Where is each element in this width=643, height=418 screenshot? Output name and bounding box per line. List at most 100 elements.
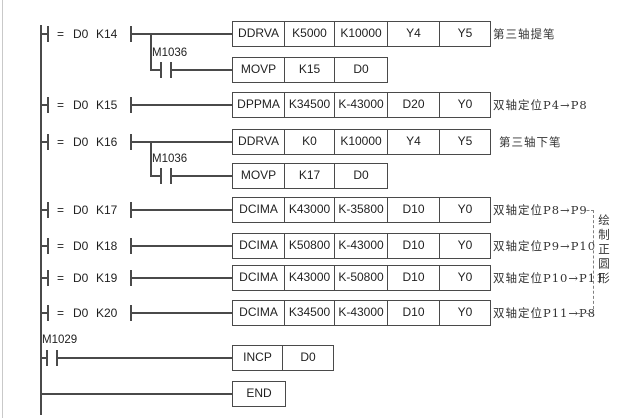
- compare-contact-right-tick: [130, 305, 132, 321]
- compare-contact-left-tick: [47, 97, 49, 113]
- wire: [150, 175, 160, 177]
- compare-operand-b: K18: [96, 239, 118, 253]
- instruction-block: INCP D0: [232, 345, 334, 371]
- rung-comment: 双轴定位P11→P8: [493, 306, 597, 320]
- compare-contact-left-tick: [47, 134, 49, 150]
- group-label: 绘制正圆形: [597, 214, 611, 287]
- rung-comment: 双轴定位P10→P11: [493, 271, 605, 285]
- instruction-operand: K-43000: [335, 301, 388, 325]
- instruction-operand: D0: [353, 168, 369, 182]
- compare-operand-b: K16: [96, 135, 118, 149]
- instruction-operand: K50800: [285, 234, 335, 258]
- instruction-operand: Y5: [457, 26, 473, 40]
- wire: [58, 357, 232, 359]
- wire: [132, 141, 232, 143]
- instruction-operand: K43000: [285, 198, 335, 222]
- compare-contact-right-tick: [130, 202, 132, 218]
- bracket-vertical-dash: [593, 210, 594, 314]
- compare-operand-a: D0: [73, 203, 89, 217]
- instruction-operand: K34500: [285, 301, 335, 325]
- compare-op: =: [57, 239, 65, 253]
- compare-contact-left-tick: [47, 305, 49, 321]
- wire: [40, 104, 48, 106]
- wire: [132, 312, 232, 314]
- wire: [172, 175, 232, 177]
- rung-comment: 双轴定位P8→P9: [493, 203, 588, 217]
- wire: [40, 277, 48, 279]
- bracket-top-dash: [582, 210, 594, 211]
- no-contact-bar: [56, 350, 58, 366]
- rung-comment: 双轴定位P9→P10: [493, 239, 597, 253]
- instruction-operand: K0: [285, 130, 335, 154]
- wire: [172, 69, 232, 71]
- compare-contact-left-tick: [47, 26, 49, 42]
- instruction-operand: K-43000: [335, 93, 388, 117]
- instruction-block: DDRVA K5000 K10000 Y4 Y5: [232, 21, 491, 47]
- instruction-operand: K5000: [285, 22, 335, 46]
- no-contact-bar: [160, 62, 162, 78]
- compare-operand-a: D0: [73, 27, 89, 41]
- instruction-operand: D10: [388, 198, 440, 222]
- compare-operand-a: D0: [73, 306, 89, 320]
- contact-label: M1036: [152, 153, 188, 165]
- compare-operand-a: D0: [73, 271, 89, 285]
- compare-operand-b: K20: [96, 306, 118, 320]
- instruction-block: DCIMA K50800 K-43000 D10 Y0: [232, 233, 491, 259]
- instruction-block: DPPMA K34500 K-43000 D20 Y0: [232, 92, 491, 118]
- wire: [40, 33, 48, 35]
- instruction-opcode: DDRVA: [233, 22, 285, 46]
- wire: [132, 277, 232, 279]
- instruction-block: DCIMA K43000 K-50800 D10 Y0: [232, 265, 491, 291]
- compare-operand-b: K17: [96, 203, 118, 217]
- compare-contact-left-tick: [47, 238, 49, 254]
- instruction-operand: Y0: [457, 202, 473, 216]
- instruction-operand: D10: [388, 266, 440, 290]
- compare-op: =: [57, 203, 65, 217]
- wire: [132, 209, 232, 211]
- wire: [40, 393, 232, 395]
- compare-contact-right-tick: [130, 238, 132, 254]
- instruction-operand: D10: [388, 301, 440, 325]
- contact-label: M1036: [152, 47, 188, 59]
- compare-operand-b: K14: [96, 27, 118, 41]
- instruction-operand: K-50800: [335, 266, 388, 290]
- instruction-operand: D0: [300, 350, 316, 364]
- compare-operand-a: D0: [73, 135, 89, 149]
- instruction-operand: Y0: [457, 97, 473, 111]
- instruction-operand: Y5: [457, 134, 473, 148]
- instruction-opcode: INCP: [233, 346, 283, 370]
- no-contact-bar: [46, 350, 48, 366]
- instruction-block: END: [232, 381, 286, 407]
- instruction-block: MOVP K17 D0: [232, 163, 388, 189]
- instruction-opcode: MOVP: [233, 164, 285, 188]
- no-contact-bar: [160, 168, 162, 184]
- instruction-operand: K-35800: [335, 198, 388, 222]
- instruction-opcode: DDRVA: [233, 130, 285, 154]
- instruction-opcode: DPPMA: [233, 93, 285, 117]
- compare-contact-right-tick: [130, 26, 132, 42]
- instruction-block: DCIMA K43000 K-35800 D10 Y0: [232, 197, 491, 223]
- instruction-operand: K43000: [285, 266, 335, 290]
- wire: [132, 245, 232, 247]
- instruction-operand: K-43000: [335, 234, 388, 258]
- compare-contact-left-tick: [47, 202, 49, 218]
- no-contact-bar: [170, 168, 172, 184]
- page-edge-line: [2, 0, 3, 418]
- branch-wire: [150, 142, 152, 177]
- wire: [132, 33, 232, 35]
- compare-operand-b: K19: [96, 271, 118, 285]
- wire: [40, 209, 48, 211]
- compare-op: =: [57, 135, 65, 149]
- instruction-operand: Y0: [457, 270, 473, 284]
- instruction-operand: Y0: [457, 238, 473, 252]
- wire: [40, 141, 48, 143]
